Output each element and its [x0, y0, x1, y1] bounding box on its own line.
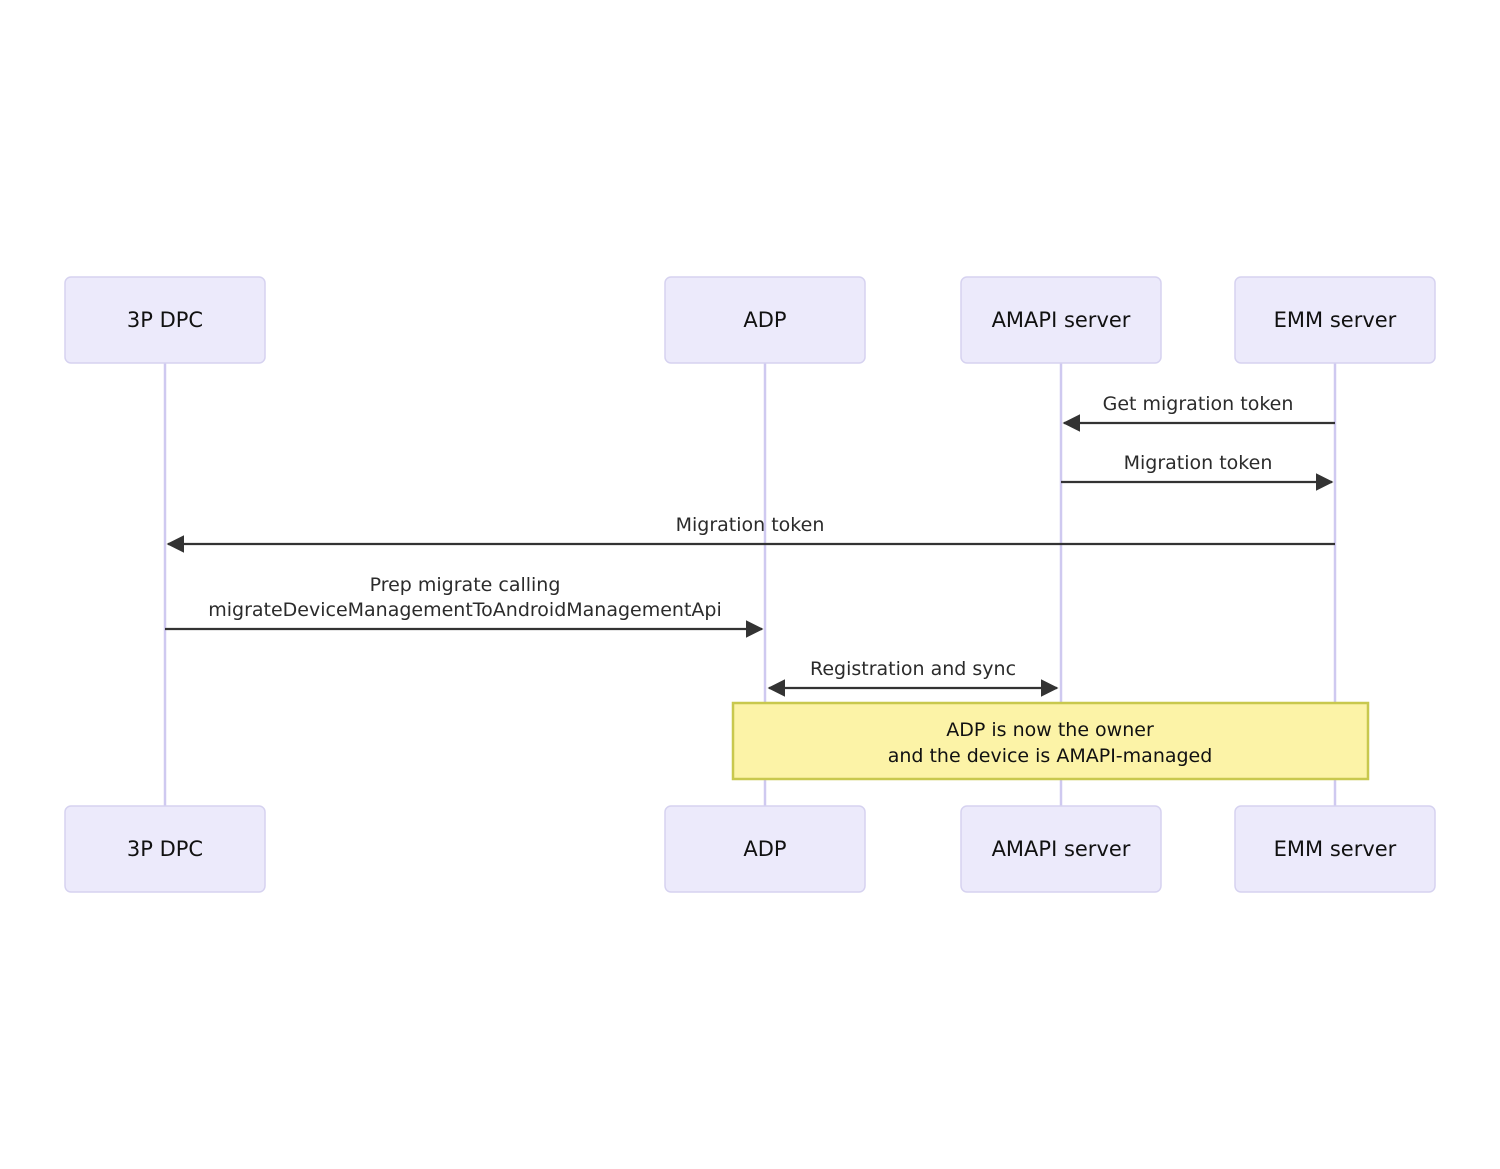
- note-text-line1: ADP is now the owner: [946, 719, 1154, 741]
- message-label-prep-migrate-line1: Prep migrate calling: [370, 574, 561, 596]
- message-registration-and-sync[interactable]: Registration and sync: [767, 658, 1059, 697]
- note-box-adp-owner: [731, 701, 1370, 781]
- message-label-migration-token-emm-dpc: Migration token: [676, 514, 825, 536]
- message-label-get-migration-token: Get migration token: [1103, 393, 1294, 415]
- actor-box-emm-bottom[interactable]: [1234, 805, 1436, 893]
- actor-label-dpc-top: 3P DPC: [127, 308, 203, 332]
- actor-box-amapi-top[interactable]: [960, 276, 1162, 364]
- message-get-migration-token[interactable]: Get migration token: [1062, 393, 1335, 432]
- message-label-prep-migrate-line2: migrateDeviceManagementToAndroidManageme…: [208, 599, 722, 621]
- actor-label-amapi-bottom: AMAPI server: [992, 837, 1131, 861]
- actor-box-emm-top[interactable]: [1234, 276, 1436, 364]
- actor-footer-adp[interactable]: ADP: [664, 805, 866, 893]
- actor-header-amapi[interactable]: AMAPI server: [960, 276, 1162, 364]
- actor-box-adp-bottom[interactable]: [664, 805, 866, 893]
- actor-label-emm-bottom: EMM server: [1274, 837, 1397, 861]
- message-label-registration-and-sync: Registration and sync: [810, 658, 1016, 680]
- actor-header-adp[interactable]: ADP: [664, 276, 866, 364]
- note-text-line2: and the device is AMAPI-managed: [888, 745, 1213, 767]
- actor-footer-dpc[interactable]: 3P DPC: [64, 805, 266, 893]
- note-adp-owner: ADP is now the owner and the device is A…: [731, 701, 1370, 781]
- actor-box-dpc-bottom[interactable]: [64, 805, 266, 893]
- actor-box-amapi-bottom[interactable]: [960, 805, 1162, 893]
- actor-header-emm[interactable]: EMM server: [1234, 276, 1436, 364]
- actor-label-adp-top: ADP: [743, 308, 786, 332]
- actor-label-adp-bottom: ADP: [743, 837, 786, 861]
- actor-label-amapi-top: AMAPI server: [992, 308, 1131, 332]
- message-migration-token-amapi-emm[interactable]: Migration token: [1061, 452, 1334, 491]
- actor-label-dpc-bottom: 3P DPC: [127, 837, 203, 861]
- actor-box-adp-top[interactable]: [664, 276, 866, 364]
- actor-header-dpc[interactable]: 3P DPC: [64, 276, 266, 364]
- message-migration-token-emm-dpc[interactable]: Migration token: [166, 514, 1335, 553]
- actor-box-dpc-top[interactable]: [64, 276, 266, 364]
- actor-label-emm-top: EMM server: [1274, 308, 1397, 332]
- actor-footer-amapi[interactable]: AMAPI server: [960, 805, 1162, 893]
- actor-footer-emm[interactable]: EMM server: [1234, 805, 1436, 893]
- message-prep-migrate[interactable]: Prep migrate calling migrateDeviceManage…: [165, 574, 764, 638]
- message-label-migration-token-amapi-emm: Migration token: [1124, 452, 1273, 474]
